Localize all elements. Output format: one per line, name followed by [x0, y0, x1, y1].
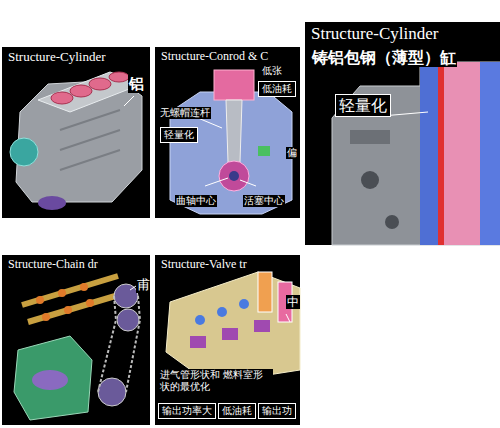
image-panel: Structure-Chain dr 甫 — [2, 255, 150, 425]
feature-tag: 低油耗 — [218, 403, 256, 419]
tag-text: 输出功 — [262, 405, 292, 417]
part-label: 铝 — [128, 75, 145, 93]
image-panel: Structure-Cylinder 轻量化 铸铝包钢（薄型）缸 — [305, 22, 500, 245]
feature-tag: 输出功率大 — [158, 403, 216, 419]
part-label: 偏 — [286, 147, 298, 159]
part-label: 铸铝包钢（薄型）缸 — [311, 48, 457, 67]
panel-title: Structure-Chain dr — [6, 257, 100, 272]
image-panel: Structure-Cylinder 铝 — [2, 47, 150, 218]
part-label: 中 — [286, 295, 300, 309]
feature-tag: 轻量化 — [160, 127, 198, 143]
tag-text: 轻量化 — [164, 129, 194, 141]
tag-text: 低油耗 — [222, 405, 252, 417]
part-label: 进气管形状和 燃料室形状的最优化 — [159, 369, 273, 393]
image-panel: Structure-Valve tr 输出功率大低油耗输出功 中进气管形状和 燃料室… — [155, 255, 300, 425]
feature-tag: 低油耗 — [258, 81, 296, 97]
tag-text: 低油耗 — [262, 83, 292, 95]
panel-title: Structure-Conrod & C — [159, 49, 270, 64]
feature-tag: 轻量化 — [335, 94, 391, 117]
feature-tag: 输出功 — [258, 403, 296, 419]
panel-title: Structure-Valve tr — [159, 257, 249, 272]
part-label: 活塞中心 — [243, 195, 285, 207]
panel-title: Structure-Cylinder — [6, 49, 107, 65]
part-label: 低张 — [261, 65, 283, 77]
part-label: 甫 — [136, 277, 150, 293]
panel-title: Structure-Cylinder — [309, 24, 440, 44]
image-panel: Structure-Conrod & C 轻量化 低油耗无螺帽连杆 低张曲轴中心 活塞中… — [155, 47, 300, 218]
tag-text: 轻量化 — [339, 96, 387, 115]
part-label: 无螺帽连杆 — [159, 107, 211, 119]
part-label: 曲轴中心 — [175, 195, 217, 207]
tag-text: 输出功率大 — [162, 405, 212, 417]
